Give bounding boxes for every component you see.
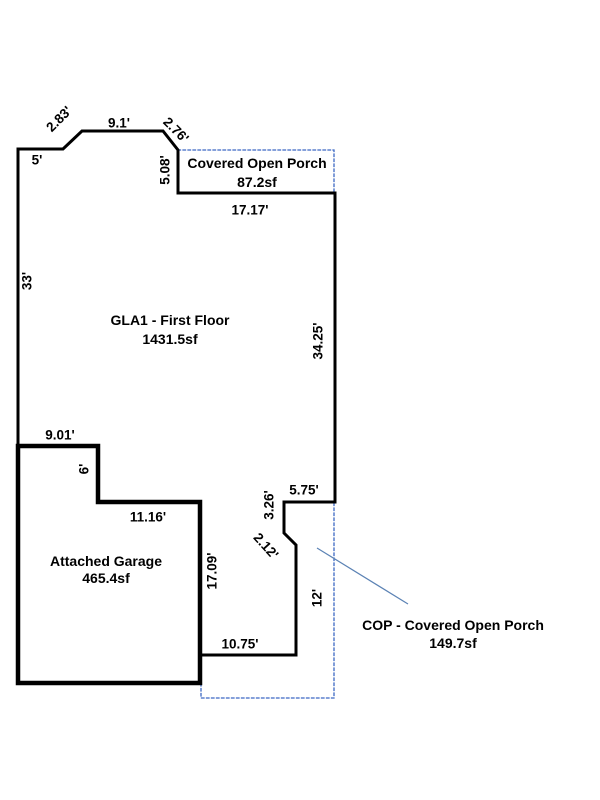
dim-2-76: 2.76'	[160, 114, 191, 145]
dim-6ft: 6'	[77, 464, 92, 475]
dim-5-75: 5.75'	[289, 483, 319, 498]
garage-outline	[15, 443, 203, 686]
first-floor-outline	[16, 129, 337, 657]
dim-34-25: 34.25'	[311, 323, 326, 360]
cop-leader-line	[316, 547, 409, 605]
first-floor-label: GLA1 - First Floor	[111, 312, 231, 328]
dim-2-12: 2.12'	[251, 530, 282, 562]
dim-3-26: 3.26'	[262, 490, 277, 520]
cop-callout-label-sqft: 149.7sf	[429, 635, 477, 651]
dim-10-75: 10.75'	[222, 637, 259, 652]
attached-garage-label-sqft: 465.4sf	[82, 570, 130, 586]
dim-17-17: 17.17'	[232, 203, 269, 218]
attached-garage-label: Attached Garage	[50, 553, 162, 569]
dim-11-16: 11.16'	[130, 510, 166, 525]
covered-open-porch-dashed-boundary	[177, 149, 335, 193]
dim-17-09: 17.09'	[205, 553, 220, 590]
cop-callout-label: COP - Covered Open Porch	[362, 617, 544, 633]
covered-open-porch-label: Covered Open Porch	[187, 155, 326, 171]
dim-5ft: 5'	[32, 153, 43, 168]
dim-12ft: 12'	[310, 589, 325, 607]
dim-2-83: 2.83'	[43, 103, 74, 134]
dim-33: 33'	[20, 272, 35, 290]
covered-open-porch-label-sqft: 87.2sf	[237, 174, 277, 190]
first-floor-label-sqft: 1431.5sf	[142, 331, 198, 347]
dim-5-08: 5.08'	[158, 155, 173, 185]
cop-dashed-boundary	[200, 502, 335, 699]
dim-9-01: 9.01'	[45, 428, 75, 443]
dim-9-1: 9.1'	[108, 116, 130, 131]
